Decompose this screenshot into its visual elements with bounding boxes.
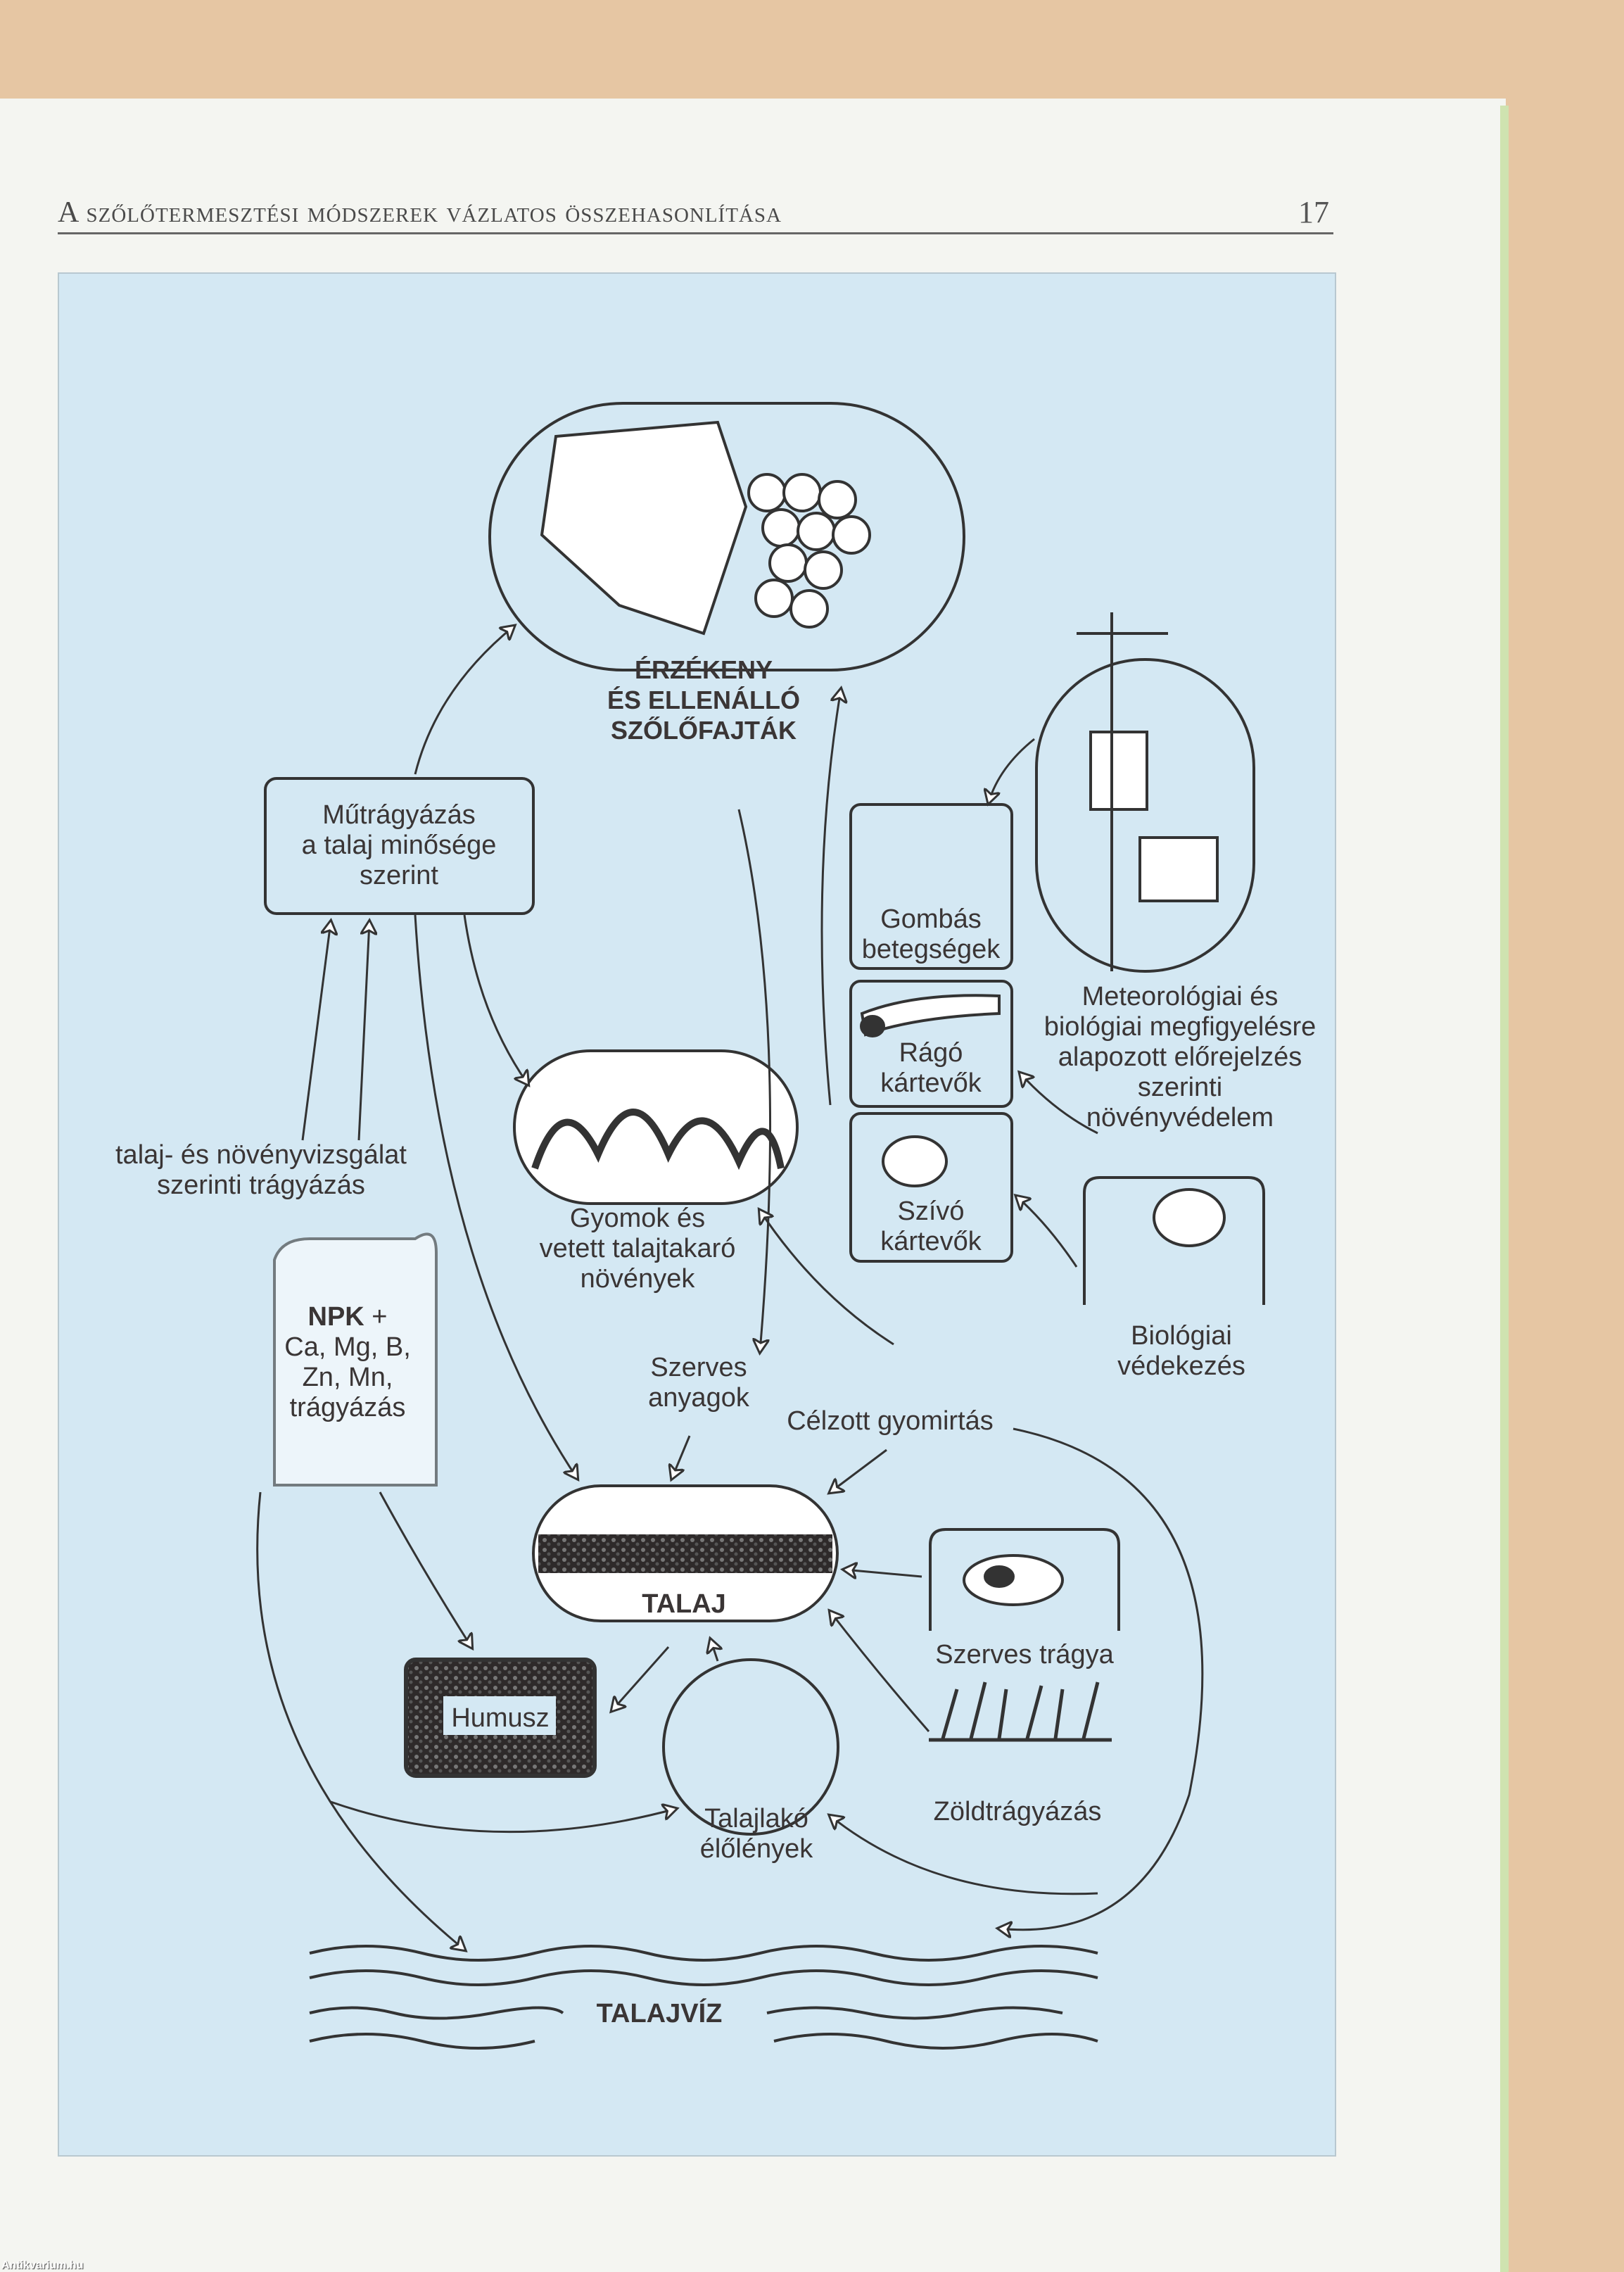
forecast-line: növényvédelem xyxy=(1086,1103,1274,1132)
fertilizer-line: szerint xyxy=(360,861,438,890)
fungal-label: Gombás betegségek xyxy=(862,904,1001,965)
manure-cow-illustration xyxy=(929,1528,1120,1631)
arrow-bottle-to-humus xyxy=(379,1491,471,1647)
arrow-weeding-to-soil xyxy=(830,1449,887,1492)
grape-cluster-icon xyxy=(747,473,871,629)
arrow-fertilizer-to-grape xyxy=(414,626,514,775)
organisms-line: élőlények xyxy=(699,1834,813,1864)
fertilizer-line: Műtrágyázás xyxy=(322,800,476,830)
flow-arrows xyxy=(256,626,1204,1950)
soil-label: TALAJ xyxy=(642,1589,726,1619)
npk-label: NPK + Ca, Mg, B, Zn, Mn, trágyázás xyxy=(284,1302,411,1423)
organic-line: anyagok xyxy=(648,1383,749,1413)
arrow-fertilizer-to-weeds xyxy=(463,914,528,1084)
fungal-box xyxy=(849,803,1013,970)
weeds-line: vetett talajtakaró xyxy=(539,1234,736,1263)
arrow-green-to-soil xyxy=(830,1612,930,1732)
npk-plus: + xyxy=(372,1302,388,1332)
npk-line: Zn, Mn, xyxy=(302,1363,393,1392)
soil-organisms-label: Talajlakó élőlények xyxy=(700,1804,813,1864)
forecast-line: biológiai megfigyelésre xyxy=(1043,1012,1317,1042)
soil-test-label: talaj- és növényvizsgálat szerinti trágy… xyxy=(115,1140,407,1201)
page-edge xyxy=(1500,106,1509,2272)
chewing-line: Rágó xyxy=(899,1038,963,1068)
chewing-pests-label: Rágó kártevők xyxy=(880,1038,982,1099)
forecast-line: alapozott előrejelzés xyxy=(1058,1042,1302,1072)
arrow-loop-to-organisms xyxy=(830,1816,1098,1895)
arrow-fertilizer-to-soil xyxy=(414,914,577,1478)
weather-station-illustration xyxy=(1035,658,1255,973)
arrow-biocontrol-to-sucking xyxy=(1017,1197,1078,1268)
soil-test-line: szerinti trágyázás xyxy=(157,1170,365,1200)
grape-label-line: SZŐLŐFAJTÁK xyxy=(610,716,797,745)
weeds-label: Gyomok és vetett talajtakaró növények xyxy=(540,1204,736,1294)
page-number: 17 xyxy=(1298,195,1329,229)
green-manure-plants-icon xyxy=(929,1681,1112,1742)
sucking-line: Szívó xyxy=(897,1197,965,1226)
arrow-organisms-to-soil xyxy=(711,1640,718,1662)
npk-line: trágyázás xyxy=(289,1393,406,1422)
fungal-line: Gombás xyxy=(880,904,982,934)
sucking-pests-label: Szívó kártevők xyxy=(880,1197,982,1257)
biocontrol-label: Biológiai védekezés xyxy=(1117,1321,1245,1382)
arrow-forecast-to-chewing xyxy=(1020,1073,1098,1135)
organic-line: Szerves xyxy=(650,1353,747,1382)
forecast-line: Meteorológiai és xyxy=(1081,982,1279,1011)
sucking-line: kártevők xyxy=(880,1227,982,1256)
arrow-to-organisms xyxy=(330,1800,675,1834)
biocontrol-line: Biológiai xyxy=(1131,1321,1232,1351)
grape-label-line: ÉS ELLENÁLLÓ xyxy=(607,686,801,714)
header-rule xyxy=(58,232,1333,234)
computer-icon xyxy=(1138,836,1219,902)
chewing-pests-box xyxy=(849,980,1013,1108)
grape-varieties-label: ÉRZÉKENY ÉS ELLENÁLLÓ SZŐLŐFAJTÁK xyxy=(607,655,800,745)
arrow-manure-to-soil xyxy=(844,1570,922,1577)
sucking-pests-box xyxy=(849,1112,1013,1263)
arrow-soil-test-up xyxy=(301,922,331,1141)
soil-organisms-circle xyxy=(662,1658,839,1836)
arrow-weeding-to-weeds xyxy=(760,1211,894,1346)
arrow-weeds-to-grape xyxy=(737,809,772,1351)
fertilizer-bottle-icon xyxy=(273,1232,438,1487)
npk-bold: NPK xyxy=(307,1302,364,1332)
arrow-weeding-loop xyxy=(999,1427,1204,1930)
humus-label: Humusz xyxy=(451,1703,550,1733)
organic-matter-label: Szerves anyagok xyxy=(648,1353,749,1413)
chewing-line: kártevők xyxy=(880,1068,982,1098)
arrow-organic-to-soil xyxy=(672,1435,691,1478)
grape-label-line: ÉRZÉKENY xyxy=(634,655,773,684)
organisms-line: Talajlakó xyxy=(704,1804,808,1834)
arrow-meteo-to-fungal xyxy=(989,738,1035,802)
arrow-soil-test-up-2 xyxy=(357,922,369,1141)
groundwater-label: TALAJVÍZ xyxy=(596,1999,723,2028)
fertilizer-label: Műtrágyázás a talaj minősége szerint xyxy=(302,800,497,891)
running-header: A szőlőtermesztési módszerek vázlatos ös… xyxy=(58,196,782,229)
grape-vine-illustration xyxy=(488,402,965,671)
targeted-weeding-label: Célzott gyomirtás xyxy=(787,1406,994,1436)
fertilizer-line: a talaj minősége xyxy=(301,831,497,860)
biocontrol-line: védekezés xyxy=(1117,1351,1245,1381)
arrow-bottle-to-groundwater xyxy=(256,1491,464,1950)
weeds-line: növények xyxy=(580,1264,695,1294)
npk-line: Ca, Mg, B, xyxy=(284,1332,411,1362)
soil-test-line: talaj- és növényvizsgálat xyxy=(115,1140,407,1170)
fungal-line: betegségek xyxy=(861,935,1001,964)
watermark: Antikvarium.hu xyxy=(1,2259,84,2271)
groundwater-waves xyxy=(309,1945,1098,2050)
fertilizer-box xyxy=(264,777,535,915)
arrow-pests-to-grape xyxy=(820,690,841,1106)
manure-label: Szerves trágya xyxy=(935,1640,1114,1670)
forecast-label: Meteorológiai és biológiai megfigyelésre… xyxy=(1044,982,1317,1133)
mite-icon xyxy=(882,1135,948,1187)
arrow-soil-to-humus xyxy=(612,1646,670,1710)
forecast-line: szerinti xyxy=(1137,1073,1223,1102)
green-manure-label: Zöldtrágyázás xyxy=(933,1797,1102,1826)
grape-leaf-icon xyxy=(540,420,748,636)
biocontrol-box xyxy=(1083,1176,1265,1305)
weeds-line: Gyomok és xyxy=(569,1204,706,1233)
caterpillar-icon xyxy=(860,994,1001,1037)
